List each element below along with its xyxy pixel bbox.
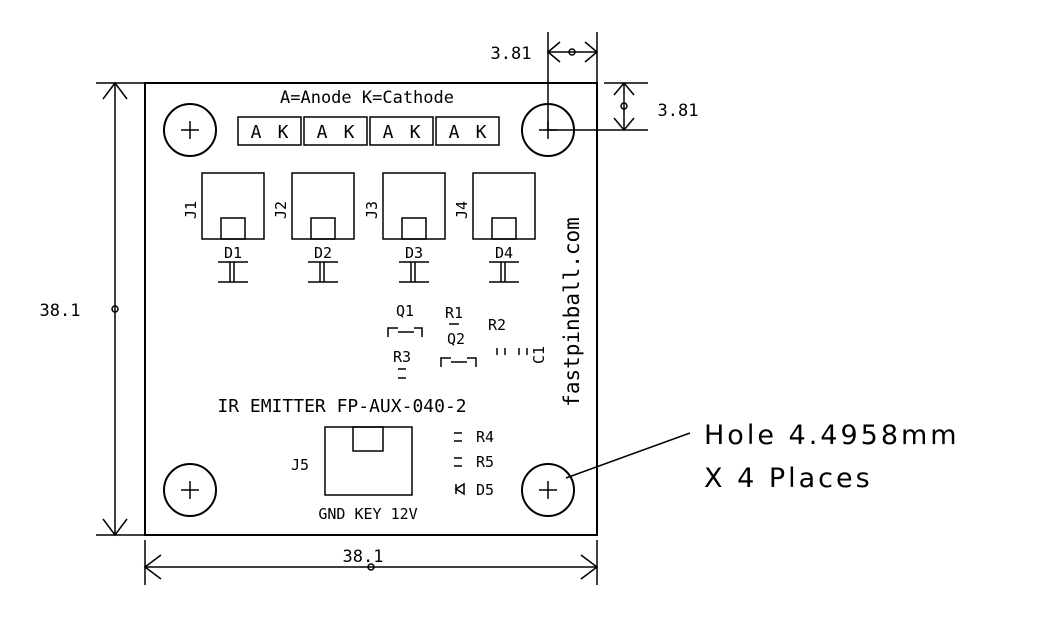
r5-label: R5: [476, 453, 494, 471]
pin-anode-label: A: [317, 122, 328, 143]
q1-outline: [387, 327, 423, 337]
pin-cathode-label: K: [344, 122, 355, 143]
q1-label: Q1: [396, 302, 414, 320]
connector-label: J1: [182, 201, 200, 219]
j5-label: J5: [291, 456, 309, 474]
pin-cathode-label: K: [278, 122, 289, 143]
connector-j1: J1: [182, 172, 265, 240]
board-outline: [144, 82, 598, 536]
pin-anode-label: A: [251, 122, 262, 143]
diode-label: D3: [405, 244, 423, 262]
pin-pair-1: A K: [237, 116, 302, 146]
hole-leader-line: [565, 432, 691, 479]
brand-vertical: fastpinball.com: [560, 217, 584, 407]
mounting-hole-bottom-left: [163, 463, 217, 517]
pin-pair-4: A K: [435, 116, 500, 146]
q2-outline: [440, 357, 477, 367]
diode-d2: D2: [308, 244, 338, 283]
pin-anode-label: A: [449, 122, 460, 143]
diode-label: D4: [495, 244, 513, 262]
r2-pads: [496, 348, 506, 355]
r1-label: R1: [445, 304, 463, 322]
anode-cathode-legend: A=Anode K=Cathode: [280, 88, 454, 108]
mounting-hole-top-left: [163, 103, 217, 157]
dimension-height: [96, 81, 145, 537]
mounting-hole-bottom-right: [521, 463, 575, 517]
r4-label: R4: [476, 428, 494, 446]
diode-d4: D4: [489, 244, 519, 283]
d5-label: D5: [476, 481, 494, 499]
connector-j5: [324, 426, 413, 496]
diode-label: D1: [224, 244, 242, 262]
connector-label: J4: [453, 201, 471, 219]
power-pin-label: GND KEY 12V: [318, 505, 417, 523]
r2-label: R2: [488, 316, 506, 334]
connector-j4: J4: [453, 172, 536, 240]
pin-pair-3: A K: [369, 116, 434, 146]
connector-label: J3: [363, 201, 381, 219]
dimension-right-offset-label: 3.81: [658, 101, 699, 121]
diode-label: D2: [314, 244, 332, 262]
pin-cathode-label: K: [410, 122, 421, 143]
pin-pair-2: A K: [303, 116, 368, 146]
dimension-top-offset-label: 3.81: [491, 44, 532, 64]
c1-pads: [518, 348, 528, 355]
dimension-right-offset: [548, 81, 648, 132]
dimension-width-label: 38.1: [343, 547, 384, 567]
pin-anode-label: A: [383, 122, 394, 143]
diode-d3: D3: [399, 244, 429, 283]
pin-cathode-label: K: [476, 122, 487, 143]
d5-symbol: [454, 482, 465, 496]
q2-label: Q2: [447, 330, 465, 348]
dimension-width: [143, 540, 599, 585]
dimension-height-label: 38.1: [40, 301, 81, 321]
c1-label: C1: [530, 346, 548, 364]
connector-j2: J2: [272, 172, 355, 240]
connector-label: J2: [272, 201, 290, 219]
diode-d1: D1: [218, 244, 248, 283]
r3-label: R3: [393, 348, 411, 366]
board-title: IR EMITTER FP-AUX-040-2: [217, 396, 466, 417]
hole-note-line1: Hole 4.4958mm: [704, 420, 960, 451]
connector-j3: J3: [363, 172, 446, 240]
dimension-top-offset: [546, 32, 599, 130]
hole-note-line2: X 4 Places: [704, 463, 873, 494]
